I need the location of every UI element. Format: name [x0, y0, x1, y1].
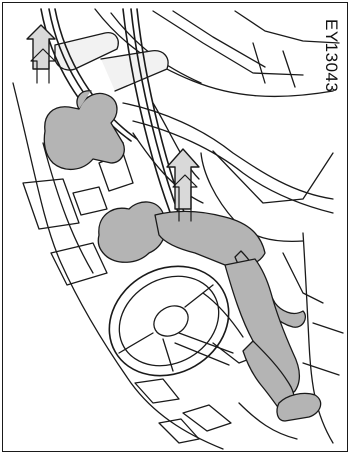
front-occupant-silhouette [98, 202, 320, 421]
figure-frame: EY13043 [2, 2, 348, 452]
car-interior-illustration [3, 3, 349, 453]
up-arrow-icon [167, 149, 199, 209]
figure-code: EY13043 [321, 19, 341, 92]
rear-occupant-silhouette [44, 91, 124, 170]
